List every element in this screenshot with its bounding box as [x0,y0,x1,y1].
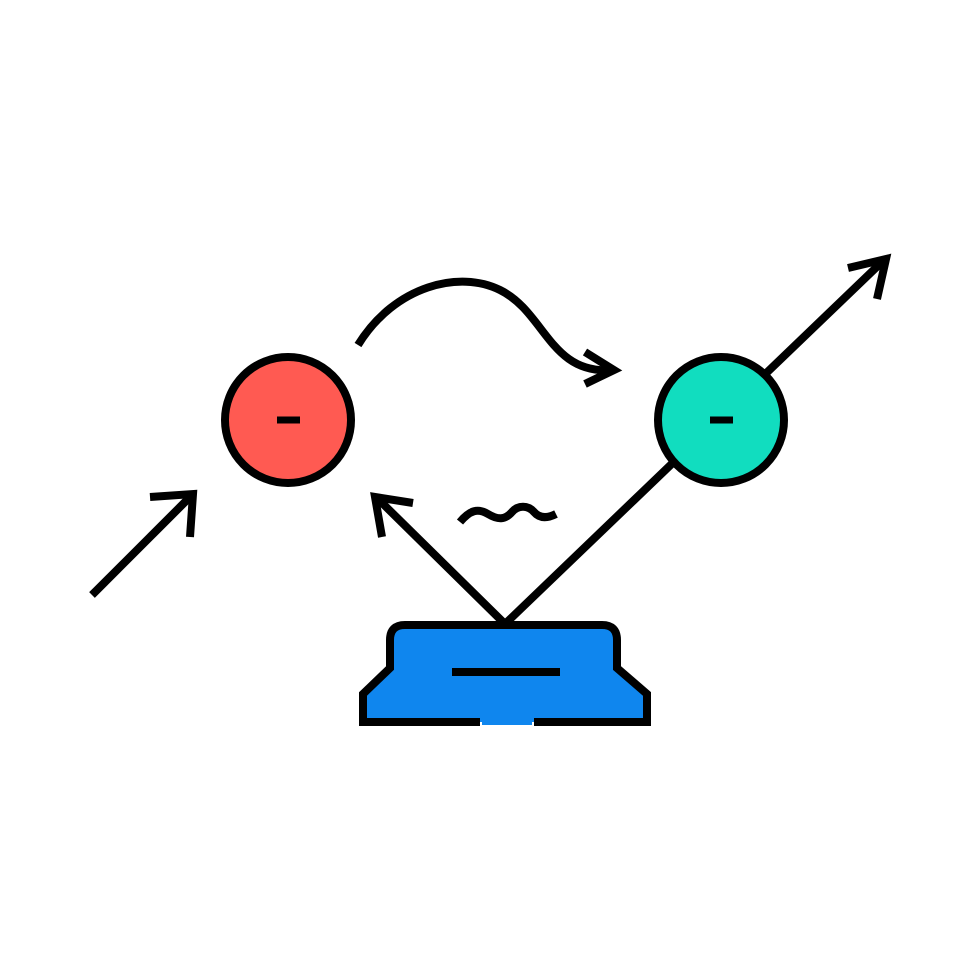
squiggle-mark [456,502,558,525]
incoming-arrow [89,489,198,598]
plate-gap [482,716,532,725]
particle-left [221,353,355,487]
wave-path-arrow [354,277,623,388]
charged-plate [359,621,651,726]
particle-right [654,353,788,487]
reflected-arrow [370,492,508,627]
